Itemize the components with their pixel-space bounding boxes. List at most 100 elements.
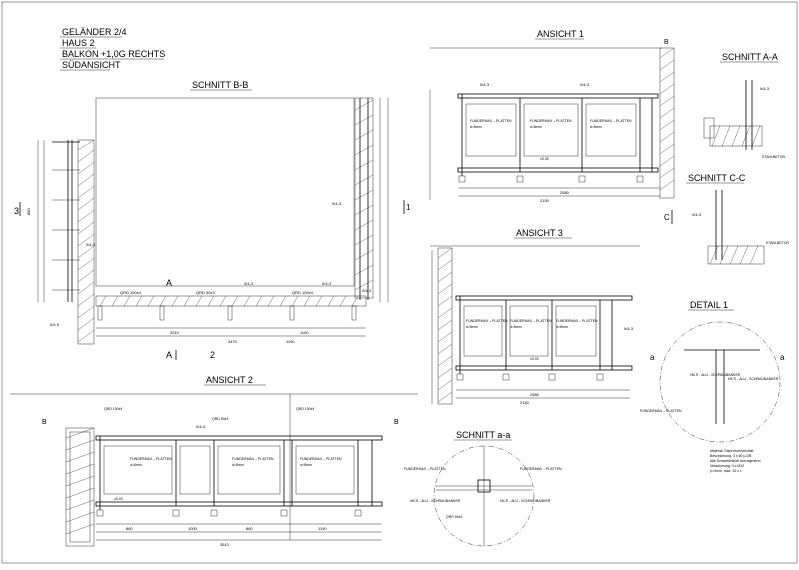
- a1-panel-3-t: d=8mm: [590, 125, 602, 129]
- a2-dim-4: 1190: [318, 526, 327, 531]
- a3-panel-2-t: d=8mm: [556, 325, 568, 329]
- bb-ref-6: 0/4-3: [362, 288, 372, 293]
- mark-A-top: A: [166, 278, 172, 288]
- bb-rail-label-2: QRD 50x3: [196, 290, 215, 295]
- a1-panel-1-t: d=8mm: [470, 125, 482, 129]
- header-line3: BALKON +1,0G RECHTS: [62, 49, 165, 59]
- mark-1-right: 1: [406, 203, 411, 212]
- aa-ref: 0/4-3: [760, 86, 770, 91]
- mark-C: C: [664, 213, 670, 222]
- mark-B-top: B: [664, 39, 669, 46]
- schnitt-aa-title: SCHNITT A-A: [722, 52, 778, 62]
- a1-dim-1: 2580: [560, 190, 570, 195]
- a2-dim-3: 880: [246, 526, 253, 531]
- note-3: Alle Schweißnähte durchgehend: [710, 459, 760, 463]
- title-block: GELÄNDER 2/4 HAUS 2 BALKON +1,0G RECHTS …: [60, 27, 165, 71]
- mark-B-right: B: [394, 419, 399, 426]
- d1-anchor-2: HILTI ‑ ALU ‑ SCHRAUBANKER: [690, 373, 741, 377]
- view-ansicht-3: ANSICHT 3 FUNDERMAX – PLATTEN d=8mm FUND…: [430, 228, 640, 405]
- view-schnitt-bb: SCHNITT B-B 880 3 1: [14, 80, 411, 360]
- cc-ref: 0/4-3: [692, 212, 702, 217]
- bb-ref-4: 0/4-3: [332, 201, 342, 206]
- mark-2: 2: [210, 350, 215, 360]
- d1-anchor: HILTI ‑ ALU ‑ SCHRAUBANKER: [728, 377, 779, 381]
- schnitt-bb-title: SCHNITT B-B: [192, 80, 248, 90]
- note-4: Verankerung: 4 x M10: [710, 464, 744, 468]
- a2-panel-3-t: d=8mm: [300, 463, 312, 467]
- note-5: p=4mm, max. 10 x 1: [710, 469, 742, 473]
- a3-level: ±0,00: [530, 357, 539, 361]
- sa-rail: QRD 50x3: [446, 515, 462, 519]
- notes-block: Material: Stahl feuerverzinkt Beschichtu…: [710, 449, 760, 473]
- bb-rail-label-1: QRD 100x4: [120, 290, 142, 295]
- a2-dim-1: 880: [126, 526, 133, 531]
- mark-B-left: B: [42, 419, 47, 426]
- a3-panel-3-t: d=8mm: [466, 325, 478, 329]
- header-line4: SÜDANSICHT: [62, 60, 121, 70]
- a2-dim-5: 3510: [220, 542, 230, 547]
- a2-dim-2: 1000: [188, 526, 198, 531]
- a2-panel-2-t: d=8mm: [232, 463, 244, 467]
- view-ansicht-1: ANSICHT 1 B FUNDERMAX – PLATTEN d=8mm FU…: [429, 29, 675, 203]
- a3-dim-2: 2150: [520, 400, 530, 405]
- a2-rail-3: QRD 100x4: [296, 407, 314, 411]
- a1-ref: 0/4-3: [480, 82, 490, 87]
- bb-ref-2: 0/4-3: [322, 281, 332, 286]
- bb-rail-label-3: QRD 100x4: [292, 290, 314, 295]
- sa-anchor-1: HILTI ‑ ALU ‑ SCHRAUBANKER: [410, 499, 461, 503]
- a1-panel-2: FUNDERMAX – PLATTEN: [530, 119, 572, 123]
- a1-panel-2-t: d=8mm: [530, 125, 542, 129]
- dim-bb-3: 4470: [228, 339, 238, 344]
- schnitt-cc-title: SCHNITT C-C: [688, 173, 746, 183]
- a3-panel-3: FUNDERMAX – PLATTEN: [466, 319, 508, 323]
- note-2: Beschichtung: 3 x 50 µ DB: [710, 454, 752, 458]
- cc-steel: STAHLBETON: [766, 241, 789, 245]
- aa-steel: STAHLBETON: [762, 155, 785, 159]
- mark-a-right: a: [780, 353, 785, 362]
- sa-panel-1: FUNDERMAX – PLATTEN: [404, 467, 446, 471]
- bb-ref-5: 0/4-5: [50, 322, 60, 327]
- a2-panel-2: FUNDERMAX – PLATTEN: [232, 457, 274, 461]
- schnitt-a-a-title: SCHNITT a-a: [456, 430, 510, 440]
- a3-dim-1: 2580: [530, 392, 540, 397]
- a3-panel-1-t: d=8mm: [510, 325, 522, 329]
- ansicht1-title: ANSICHT 1: [537, 29, 584, 39]
- ansicht3-title: ANSICHT 3: [516, 228, 563, 238]
- a2-rail-2: QRD 100x4: [104, 407, 122, 411]
- sa-panel-2: FUNDERMAX – PLATTEN: [520, 467, 562, 471]
- bb-ref-1: 0/4-3: [244, 281, 254, 286]
- view-ansicht-2: ANSICHT 2 B B FUNDERMAX – PLATTEN d=8mm …: [10, 375, 418, 547]
- a2-panel-1-t: d=8mm: [130, 463, 142, 467]
- a2-level: ±0,00: [114, 497, 123, 501]
- header-line2: HAUS 2: [62, 38, 95, 48]
- mark-A-bottom: A: [166, 350, 172, 360]
- a2-panel-1: FUNDERMAX – PLATTEN: [130, 457, 172, 461]
- view-schnitt-cc: SCHNITT C-C 0/4-3 C STAHLBETON: [664, 173, 789, 265]
- detail1-title: DETAIL 1: [690, 300, 728, 310]
- a3-ref: 0/4-3: [624, 326, 634, 331]
- sa-anchor-2: HILTI ‑ ALU ‑ SCHRAUBANKER: [500, 499, 551, 503]
- a2-rail-1: QRD 50x3: [212, 417, 228, 421]
- a3-panel-2: FUNDERMAX – PLATTEN: [556, 319, 598, 323]
- a1-dim-2: 2150: [540, 198, 550, 203]
- view-schnitt-a-a: SCHNITT a-a FUNDERMAX – PLATTEN FUNDERMA…: [404, 430, 562, 547]
- dim-bb-vert: 880: [26, 208, 31, 215]
- a1-ref-2: 0/4-3: [580, 82, 590, 87]
- mark-3: 3: [14, 206, 19, 216]
- a1-panel-1: FUNDERMAX – PLATTEN: [470, 119, 512, 123]
- a2-ref: 0/4-3: [196, 424, 206, 429]
- header-line1: GELÄNDER 2/4: [62, 27, 127, 37]
- ansicht2-title: ANSICHT 2: [206, 375, 253, 385]
- d1-panel: FUNDERMAX – PLATTEN: [640, 409, 682, 413]
- a2-panel-3: FUNDERMAX – PLATTEN: [300, 457, 342, 461]
- a1-level: ±0,00: [540, 157, 549, 161]
- view-detail-1: DETAIL 1 HILTI ‑ ALU ‑ SCHRAUBANKER HILT…: [640, 300, 785, 443]
- dim-bb-1: 3510: [170, 330, 180, 335]
- bb-ref-3: 0/4-3: [86, 242, 96, 247]
- a1-panel-3: FUNDERMAX – PLATTEN: [590, 119, 632, 123]
- a3-panel-1: FUNDERMAX – PLATTEN: [510, 319, 552, 323]
- dim-bb-4: 1190: [286, 339, 295, 344]
